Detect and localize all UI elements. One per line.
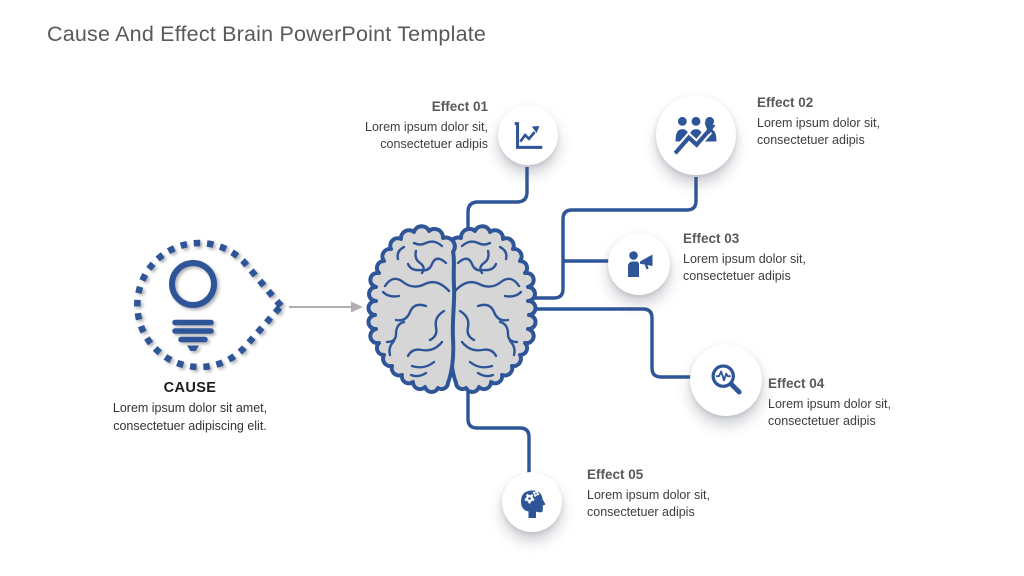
cause-teardrop	[134, 239, 286, 371]
effect-03-label: Effect 03	[683, 231, 740, 246]
megaphone-person-icon	[628, 251, 653, 277]
dashed-teardrop-outline	[134, 239, 286, 371]
effect-02-block: Effect 02 Lorem ipsum dolor sit, consect…	[757, 95, 917, 150]
effect-04-label: Effect 04	[768, 376, 825, 391]
effect-01-block: Effect 01 Lorem ipsum dolor sit, consect…	[328, 99, 488, 154]
brain-illustration	[366, 224, 538, 394]
magnifier-pulse-icon	[711, 364, 742, 395]
effect-04-text: Lorem ipsum dolor sit, consectetuer adip…	[768, 396, 891, 429]
effect-03-node	[608, 233, 670, 295]
effect-01-node	[498, 105, 558, 165]
people-growth-icon	[672, 116, 717, 156]
connector-lines	[466, 167, 698, 475]
effect-02-label: Effect 02	[757, 95, 814, 110]
effect-04-block: Effect 04 Lorem ipsum dolor sit, consect…	[768, 376, 928, 431]
effect-05-text: Lorem ipsum dolor sit, consectetuer adip…	[587, 487, 710, 520]
connector-effect-05	[466, 374, 531, 475]
effect-05-node	[502, 472, 562, 532]
effect-01-label: Effect 01	[431, 99, 488, 114]
effect-02-node	[656, 95, 736, 175]
line-chart-icon	[514, 122, 543, 149]
effect-02-text: Lorem ipsum dolor sit, consectetuer adip…	[757, 115, 880, 148]
cause-block: CAUSE Lorem ipsum dolor sit amet, consec…	[90, 380, 290, 435]
connector-effect-02	[524, 177, 698, 300]
slide-title: Cause And Effect Brain PowerPoint Templa…	[47, 22, 487, 46]
gear-icon	[524, 490, 540, 504]
cause-label: CAUSE	[163, 380, 217, 396]
effect-03-text: Lorem ipsum dolor sit, consectetuer adip…	[683, 251, 806, 284]
head-gears-icon	[521, 490, 546, 518]
connector-effect-01	[466, 167, 529, 244]
cause-description: Lorem ipsum dolor sit amet, consectetuer…	[112, 401, 268, 433]
effect-05-block: Effect 05 Lorem ipsum dolor sit, consect…	[587, 467, 747, 522]
effect-04-node	[690, 344, 762, 416]
effect-01-text: Lorem ipsum dolor sit, consectetuer adip…	[365, 119, 488, 152]
effect-03-block: Effect 03 Lorem ipsum dolor sit, consect…	[683, 231, 843, 286]
connector-effect-04	[520, 307, 694, 379]
arrowhead	[351, 301, 363, 313]
cause-to-brain-arrow	[289, 301, 363, 313]
effect-05-label: Effect 05	[587, 467, 644, 482]
lightbulb-icon	[169, 260, 217, 351]
